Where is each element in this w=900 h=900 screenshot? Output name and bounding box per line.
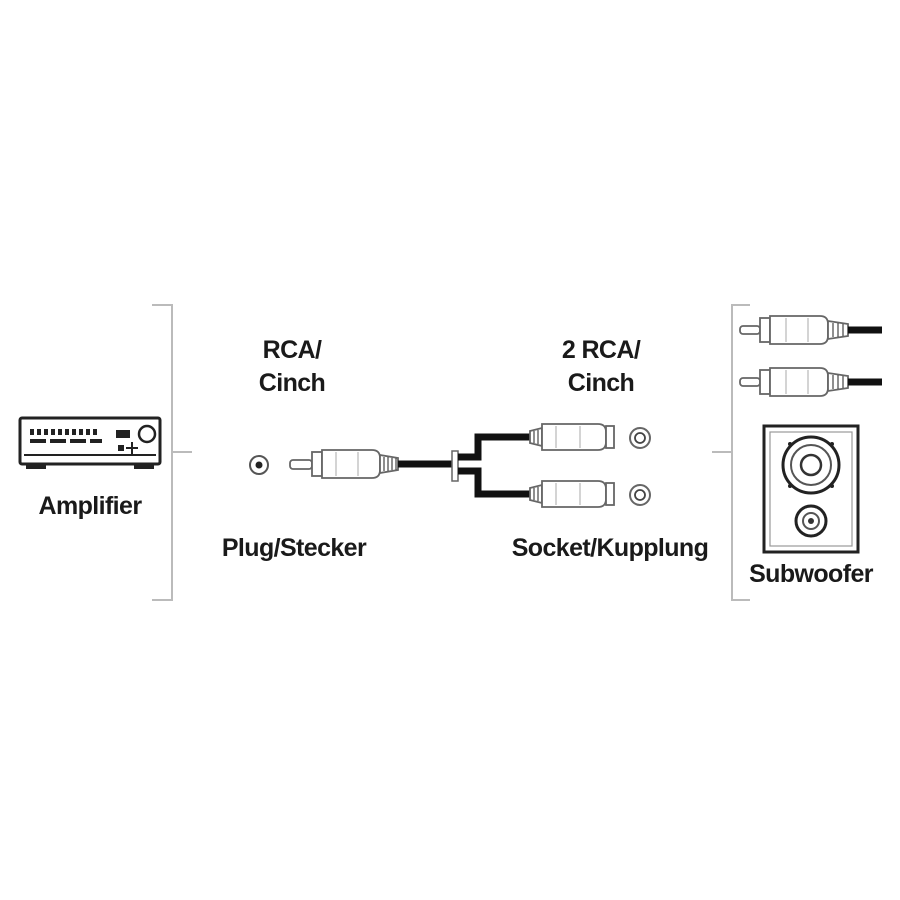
right-bracket <box>712 304 750 601</box>
socket-end-top-icon <box>629 427 651 449</box>
plug-end-icon <box>249 455 269 475</box>
socket-end-bottom-icon <box>629 484 651 506</box>
socket-title-line2: Cinch <box>568 369 634 397</box>
socket-caption: Socket/Kupplung <box>512 534 709 562</box>
plug-title-line1: RCA/ <box>263 336 322 364</box>
subwoofer-icon <box>762 424 860 554</box>
subwoofer-label: Subwoofer <box>749 560 874 588</box>
rca-socket-bottom-icon <box>529 480 615 508</box>
socket-title-line1: 2 RCA/ <box>562 336 641 364</box>
y-cable <box>398 433 530 498</box>
plug-caption: Plug/Stecker <box>222 534 367 562</box>
amplifier-icon <box>18 416 162 469</box>
rca-plug-icon <box>289 449 399 479</box>
subwoofer-plug-top-icon <box>739 315 882 345</box>
left-bracket <box>152 304 192 601</box>
plug-title-line2: Cinch <box>259 369 325 397</box>
subwoofer-plug-bottom-icon <box>739 367 882 397</box>
amplifier-label: Amplifier <box>39 492 143 520</box>
rca-socket-top-icon <box>529 423 615 451</box>
